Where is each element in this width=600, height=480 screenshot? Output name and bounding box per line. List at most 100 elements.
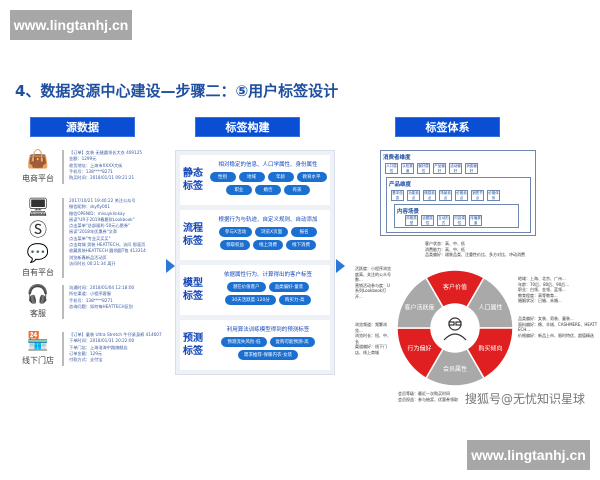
tag-pill: 购买力-高 — [278, 295, 311, 305]
tag: 风格类型 — [405, 215, 418, 226]
note-member: 会员等级：最近一次购买时间 会员权益：参与抽奖、优惠券领取 — [398, 391, 458, 402]
tag-pill: 复购可能预测-高 — [269, 337, 315, 347]
line: 阅读"UR于2019春夏款Lookbook" — [69, 216, 135, 222]
line: 购买时间：2018/01/11 09:21:21 — [69, 175, 135, 181]
tag-pill: 性别 — [209, 172, 236, 182]
line: 订单金额：129元 — [69, 350, 103, 356]
line: 访问时长 00:21:34 离开 — [69, 260, 116, 266]
tag: 基本信息 — [391, 190, 404, 201]
line: 付款方式：支付宝 — [69, 357, 103, 363]
wheel-center — [431, 304, 479, 352]
tag-pill: 30天活跃度-120分 — [225, 295, 276, 305]
tag: 互动形式 — [437, 215, 450, 226]
line: 金额：1299元 — [69, 156, 97, 162]
header-source-data: 源数据 — [30, 117, 135, 137]
tag: 内容调性 — [453, 215, 466, 226]
page-title: 4、数据资源中心建设—步骤二：⑤用户标签设计 — [15, 82, 339, 100]
line: 【订单】女装 无缝圆领长大衣 409125 — [69, 150, 143, 155]
line: 所在渠道：小程序客服 — [69, 291, 111, 297]
wheel-segment-label: 行为偏好 — [407, 345, 431, 353]
source-label: 线下门店 — [22, 356, 54, 365]
tag: 传播渠道 — [469, 215, 482, 226]
watermark-top: www.lingtanhj.cn — [10, 10, 132, 40]
tag-build-panel: 静态标签相对稳定的信息、人口学属性、身份属性性别地域年龄教育水平职业婚否有孩 流… — [175, 150, 335, 375]
tag-pill: 浏览X页面 — [255, 227, 289, 237]
card-label: 静态标签 — [183, 168, 203, 192]
tag-pill: 职业 — [226, 185, 252, 195]
tag: 人口属性 — [385, 163, 398, 174]
source-label: 电商平台 — [22, 174, 54, 183]
tag: 产品偏好 — [433, 163, 446, 174]
tag-pill: 婚否 — [255, 185, 281, 195]
tag: 话题属性 — [421, 215, 434, 226]
box-title: 内容场景 — [397, 209, 420, 215]
card-label: 流程标签 — [183, 223, 203, 247]
monitor-icon: 🖥 — [26, 197, 50, 218]
card-label: 预测标签 — [183, 333, 203, 357]
tag-pill: 需求推荐-保暖内衣-女装 — [237, 350, 299, 360]
box-title: 产品维度 — [389, 182, 412, 188]
header-tag-system: 标签体系 — [395, 117, 500, 137]
tag-pill: 报名 — [291, 227, 318, 237]
tag-pill: 领取权益 — [220, 240, 250, 250]
line: 点击菜单"总部福利-50元心愿券" — [69, 223, 130, 229]
arrow-right-icon — [336, 259, 345, 273]
content-scene-box: 内容场景 风格类型话题属性互动形式内容调性传播渠道 — [394, 204, 519, 228]
mini-program-icon: Ⓢ — [29, 220, 47, 241]
headset-icon: 🎧 — [26, 284, 50, 305]
wheel-segment-label: 会员属性 — [443, 365, 467, 373]
line: 收货地址：上海市XXXX大街 — [69, 162, 123, 168]
shopping-bag-icon: 👜 — [26, 149, 50, 170]
user-avatar-icon — [443, 317, 467, 341]
line: 沟通时间：2018/01/04 12:18:00 — [69, 285, 135, 290]
line: 咨询问题：如何每HEATTECH区别 — [69, 303, 133, 309]
card-predict-tags: 预测标签 利用算法训练模型得到的预测标签预测流失风险-低复购可能预测-高需求推荐-… — [180, 320, 330, 370]
tag-pill: 品类偏好-童装 — [268, 282, 310, 292]
tag: 功能卖点 — [407, 190, 420, 201]
line: 微信昵称：skyfly001 — [69, 204, 110, 210]
line: 下单门店：上海淮海中路旗舰店 — [69, 344, 128, 350]
card-desc: 依据属性行为、计算得出的客户标签 — [223, 272, 312, 278]
box-title: 消费者维度 — [383, 155, 411, 161]
tag: 认知渠道 — [401, 163, 414, 174]
card-label: 模型标签 — [183, 278, 203, 302]
note-demographics: 地域：上海、北京、广州... 年龄：70后、80后、90后... 职业：白领、金… — [518, 276, 570, 303]
line: 点击商城 男装 HEATTECH，访问 那面页 — [69, 242, 146, 248]
watermark-bottom: www.lingtanhj.cn — [467, 440, 590, 470]
tag-pill: 教育水平 — [296, 172, 327, 182]
tag-pill: 年龄 — [267, 172, 294, 182]
line: 微信OPENID：misuyklinkay — [69, 210, 125, 216]
tag: 场景卖点 — [439, 190, 452, 201]
tag-pill: 参与X活动 — [218, 227, 252, 237]
line: 下单时间：2018/01/31 20:22:00 — [69, 338, 135, 344]
tag: 偏好属性 — [417, 163, 430, 174]
card-desc: 利用算法训练模型得到的预测标签 — [226, 327, 310, 333]
line: 点击菜单"专业买买买" — [69, 235, 111, 241]
wheel-segment-label: 人口属性 — [478, 304, 502, 312]
note-customer-value: 客户状态：高、中、低 消费能力：高、中、低 品类偏好：裙装品类、注重性价比、多方… — [425, 241, 525, 257]
tag-pill: 预测流失风险-低 — [221, 337, 267, 347]
store-icon: 🏪 — [26, 331, 50, 352]
line: 阅读"2018年优惠券"文章 — [69, 229, 118, 235]
wheel-segment-label: 客户活跃度 — [404, 304, 434, 312]
line: 浏览新春新品活动页 — [69, 254, 107, 260]
product-dimension-box: 产品维度 基本信息功能卖点情感卖点场景卖点价格卖点销售节点价格体系 内容场景 风… — [386, 177, 531, 233]
source-own-platform: 🖥Ⓢ💬自有平台 2017/10/21 19:40:22 关注公众号微信昵称：sk… — [20, 198, 170, 278]
wheel-segment-label: 购买倾向 — [478, 345, 502, 353]
tag: 消费偏好 — [465, 163, 478, 174]
source-label: 自有平台 — [22, 268, 54, 277]
source-label: 客服 — [30, 309, 46, 318]
line: 手机号：138****8271 — [69, 168, 113, 174]
tag-pill: 地域 — [238, 172, 265, 182]
tag: 情感卖点 — [423, 190, 436, 201]
line: 手机号：138****8271 — [69, 297, 113, 303]
card-desc: 相对稳定的信息、人口学属性、身份属性 — [218, 162, 318, 168]
